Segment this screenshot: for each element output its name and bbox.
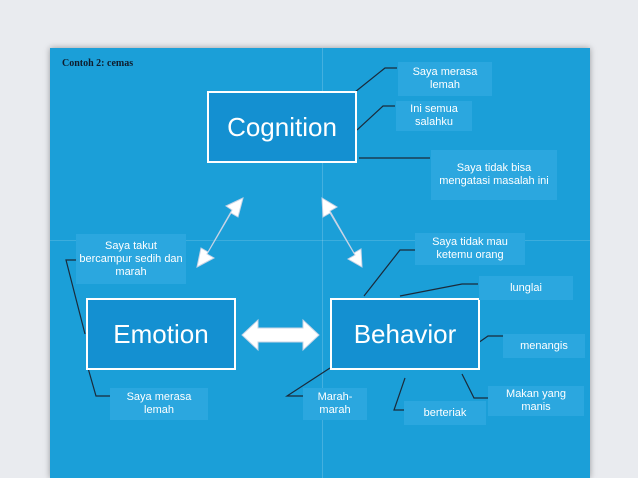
label-cognition-2: Ini semua salahku <box>396 101 472 131</box>
label-behavior-2: lunglai <box>479 276 573 300</box>
connector-beh2 <box>399 283 478 297</box>
label-emotion-2: Saya merasa lemah <box>110 388 208 420</box>
label-behavior-5: berteriak <box>404 401 486 425</box>
label-emotion-1: Saya takut bercampur sedih dan marah <box>76 234 186 284</box>
connector-cog2 <box>356 105 395 131</box>
label-behavior-3: menangis <box>503 334 585 358</box>
connector-beh3 <box>477 335 503 344</box>
label-behavior-1: Saya tidak mau ketemu orang <box>415 233 525 265</box>
connector-cog1 <box>354 67 397 93</box>
arrow-cognition-behavior <box>321 197 363 268</box>
connector-beh1 <box>363 249 415 297</box>
label-cognition-3: Saya tidak bisa mengatasi masalah ini <box>431 150 557 200</box>
arrow-emotion-behavior <box>241 318 320 352</box>
label-behavior-6: Marah-marah <box>303 388 367 420</box>
emotion-node: Emotion <box>86 298 236 370</box>
arrow-cognition-emotion <box>196 197 244 268</box>
paper-fold-vertical <box>322 48 323 478</box>
connector-beh5 <box>393 377 406 411</box>
connector-beh6 <box>284 367 331 397</box>
paper-fold-horizontal <box>50 240 590 241</box>
label-behavior-4: Makan yang manis <box>488 386 584 416</box>
connector-emo2 <box>87 367 110 397</box>
cognition-node: Cognition <box>207 91 357 163</box>
behavior-node: Behavior <box>330 298 480 370</box>
connector-emo1 <box>65 259 86 335</box>
label-cognition-1: Saya merasa lemah <box>398 62 492 96</box>
slide-title: Contoh 2: cemas <box>62 58 134 69</box>
connector-beh4 <box>461 373 488 399</box>
